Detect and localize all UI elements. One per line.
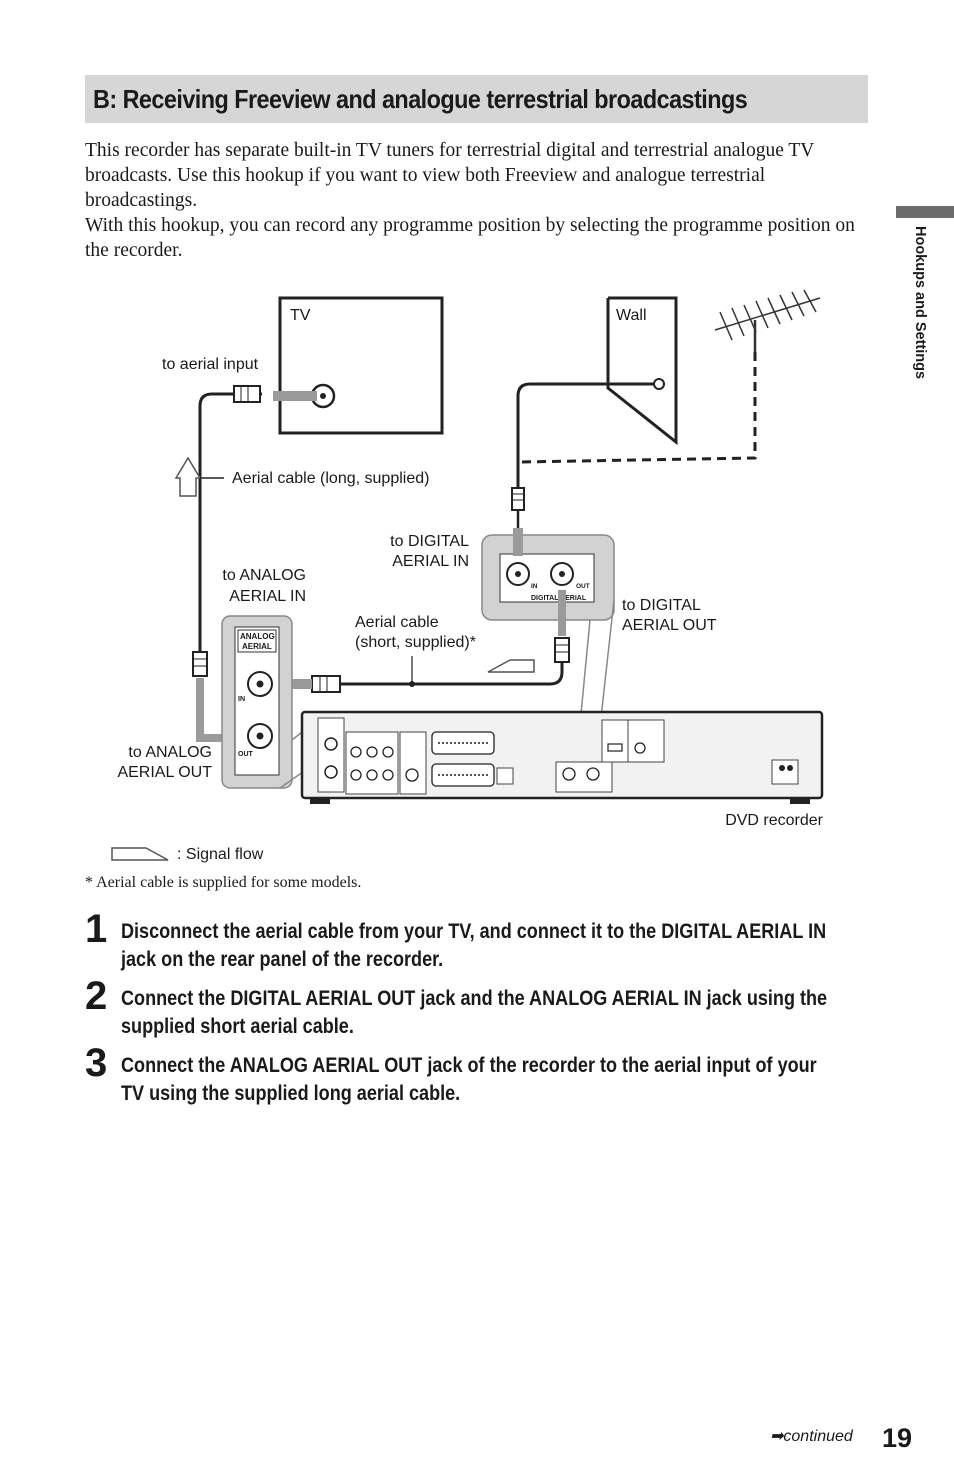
signal-left-arrow-icon	[487, 659, 535, 673]
to-digital-aerial-in-line-2: AERIAL IN	[392, 553, 469, 570]
continued-note: ➡continued	[770, 1426, 853, 1446]
aerial-cable-short-line-2: (short, supplied)*	[355, 634, 476, 651]
wall-socket	[653, 378, 665, 390]
analog-in-label: IN	[238, 696, 245, 703]
rooftop-antenna-icon	[714, 289, 821, 355]
page-title: B: Receiving Freeview and analogue terre…	[93, 84, 748, 114]
to-analog-aerial-in-line-2: AERIAL IN	[229, 588, 306, 605]
step-text: Connect the ANALOG AERIAL OUT jack of th…	[121, 1054, 817, 1105]
intro-paragraph-1: This recorder has separate built-in TV t…	[85, 140, 815, 211]
steps-list: 1 Disconnect the aerial cable from your …	[85, 907, 875, 1113]
analog-panel-title-1: ANALOG	[240, 632, 275, 641]
right-arrow-icon: ➡	[770, 1428, 784, 1445]
signal-up-arrow-icon	[174, 456, 202, 497]
intro-text: This recorder has separate built-in TV t…	[85, 138, 875, 263]
digital-out-plug	[554, 637, 570, 663]
to-digital-aerial-out-line-2: AERIAL OUT	[622, 617, 717, 634]
flow-arrow-to-tv	[273, 391, 317, 401]
page-number: 19	[882, 1423, 913, 1453]
signal-flow-legend-icon	[111, 847, 169, 861]
wall-label: Wall	[616, 307, 647, 324]
to-analog-aerial-out-line-1: to ANALOG	[128, 744, 212, 761]
wall-outline	[606, 296, 678, 446]
step-2: 2 Connect the DIGITAL AERIAL OUT jack an…	[85, 974, 875, 1046]
to-digital-aerial-out-line-1: to DIGITAL	[622, 597, 701, 614]
digital-in-plug	[511, 487, 525, 511]
flow-arrow-digital-in	[513, 528, 523, 556]
step-3: 3 Connect the ANALOG AERIAL OUT jack of …	[85, 1041, 875, 1113]
dvd-recorder-label: DVD recorder	[725, 812, 823, 829]
digital-in-label: IN	[531, 583, 538, 590]
analog-panel-title-2: AERIAL	[242, 642, 272, 651]
tv-label: TV	[290, 307, 311, 324]
section-title-bar: B: Receiving Freeview and analogue terre…	[85, 75, 868, 123]
dvd-recorder-rear-panel	[300, 710, 824, 804]
analog-out-label: OUT	[238, 751, 254, 758]
long-aerial-cable	[198, 392, 262, 652]
analog-out-plug	[192, 651, 208, 677]
step-text: Connect the DIGITAL AERIAL OUT jack and …	[121, 987, 828, 1038]
step-number: 3	[85, 1041, 108, 1085]
side-tab-label: Hookups and Settings	[912, 226, 928, 380]
side-tab-marker	[896, 206, 954, 218]
step-1: 1 Disconnect the aerial cable from your …	[85, 907, 875, 979]
step-number: 2	[85, 974, 108, 1018]
to-digital-aerial-in-line-1: to DIGITAL	[390, 533, 469, 550]
to-analog-aerial-out-line-2: AERIAL OUT	[117, 764, 212, 781]
aerial-cable-long-label: Aerial cable (long, supplied)	[232, 470, 429, 487]
intro-paragraph-2: With this hookup, you can record any pro…	[85, 215, 855, 261]
tv-plug	[233, 385, 261, 403]
to-aerial-input-label: to aerial input	[162, 356, 259, 373]
digital-out-label: OUT	[576, 583, 590, 590]
analog-in-plug	[311, 675, 341, 693]
step-number: 1	[85, 907, 108, 951]
antenna-feed-dashed	[519, 352, 757, 464]
signal-flow-legend-label: : Signal flow	[177, 846, 264, 863]
aerial-cable-short-line-1: Aerial cable	[355, 614, 439, 631]
short-aerial-cable	[340, 662, 564, 686]
continued-label: continued	[783, 1428, 853, 1445]
tv-box	[278, 296, 444, 435]
footnote: * Aerial cable is supplied for some mode…	[85, 874, 362, 891]
wall-to-digital-cable	[516, 382, 654, 488]
to-analog-aerial-in-line-1: to ANALOG	[222, 567, 306, 584]
step-text: Disconnect the aerial cable from your TV…	[121, 920, 827, 971]
